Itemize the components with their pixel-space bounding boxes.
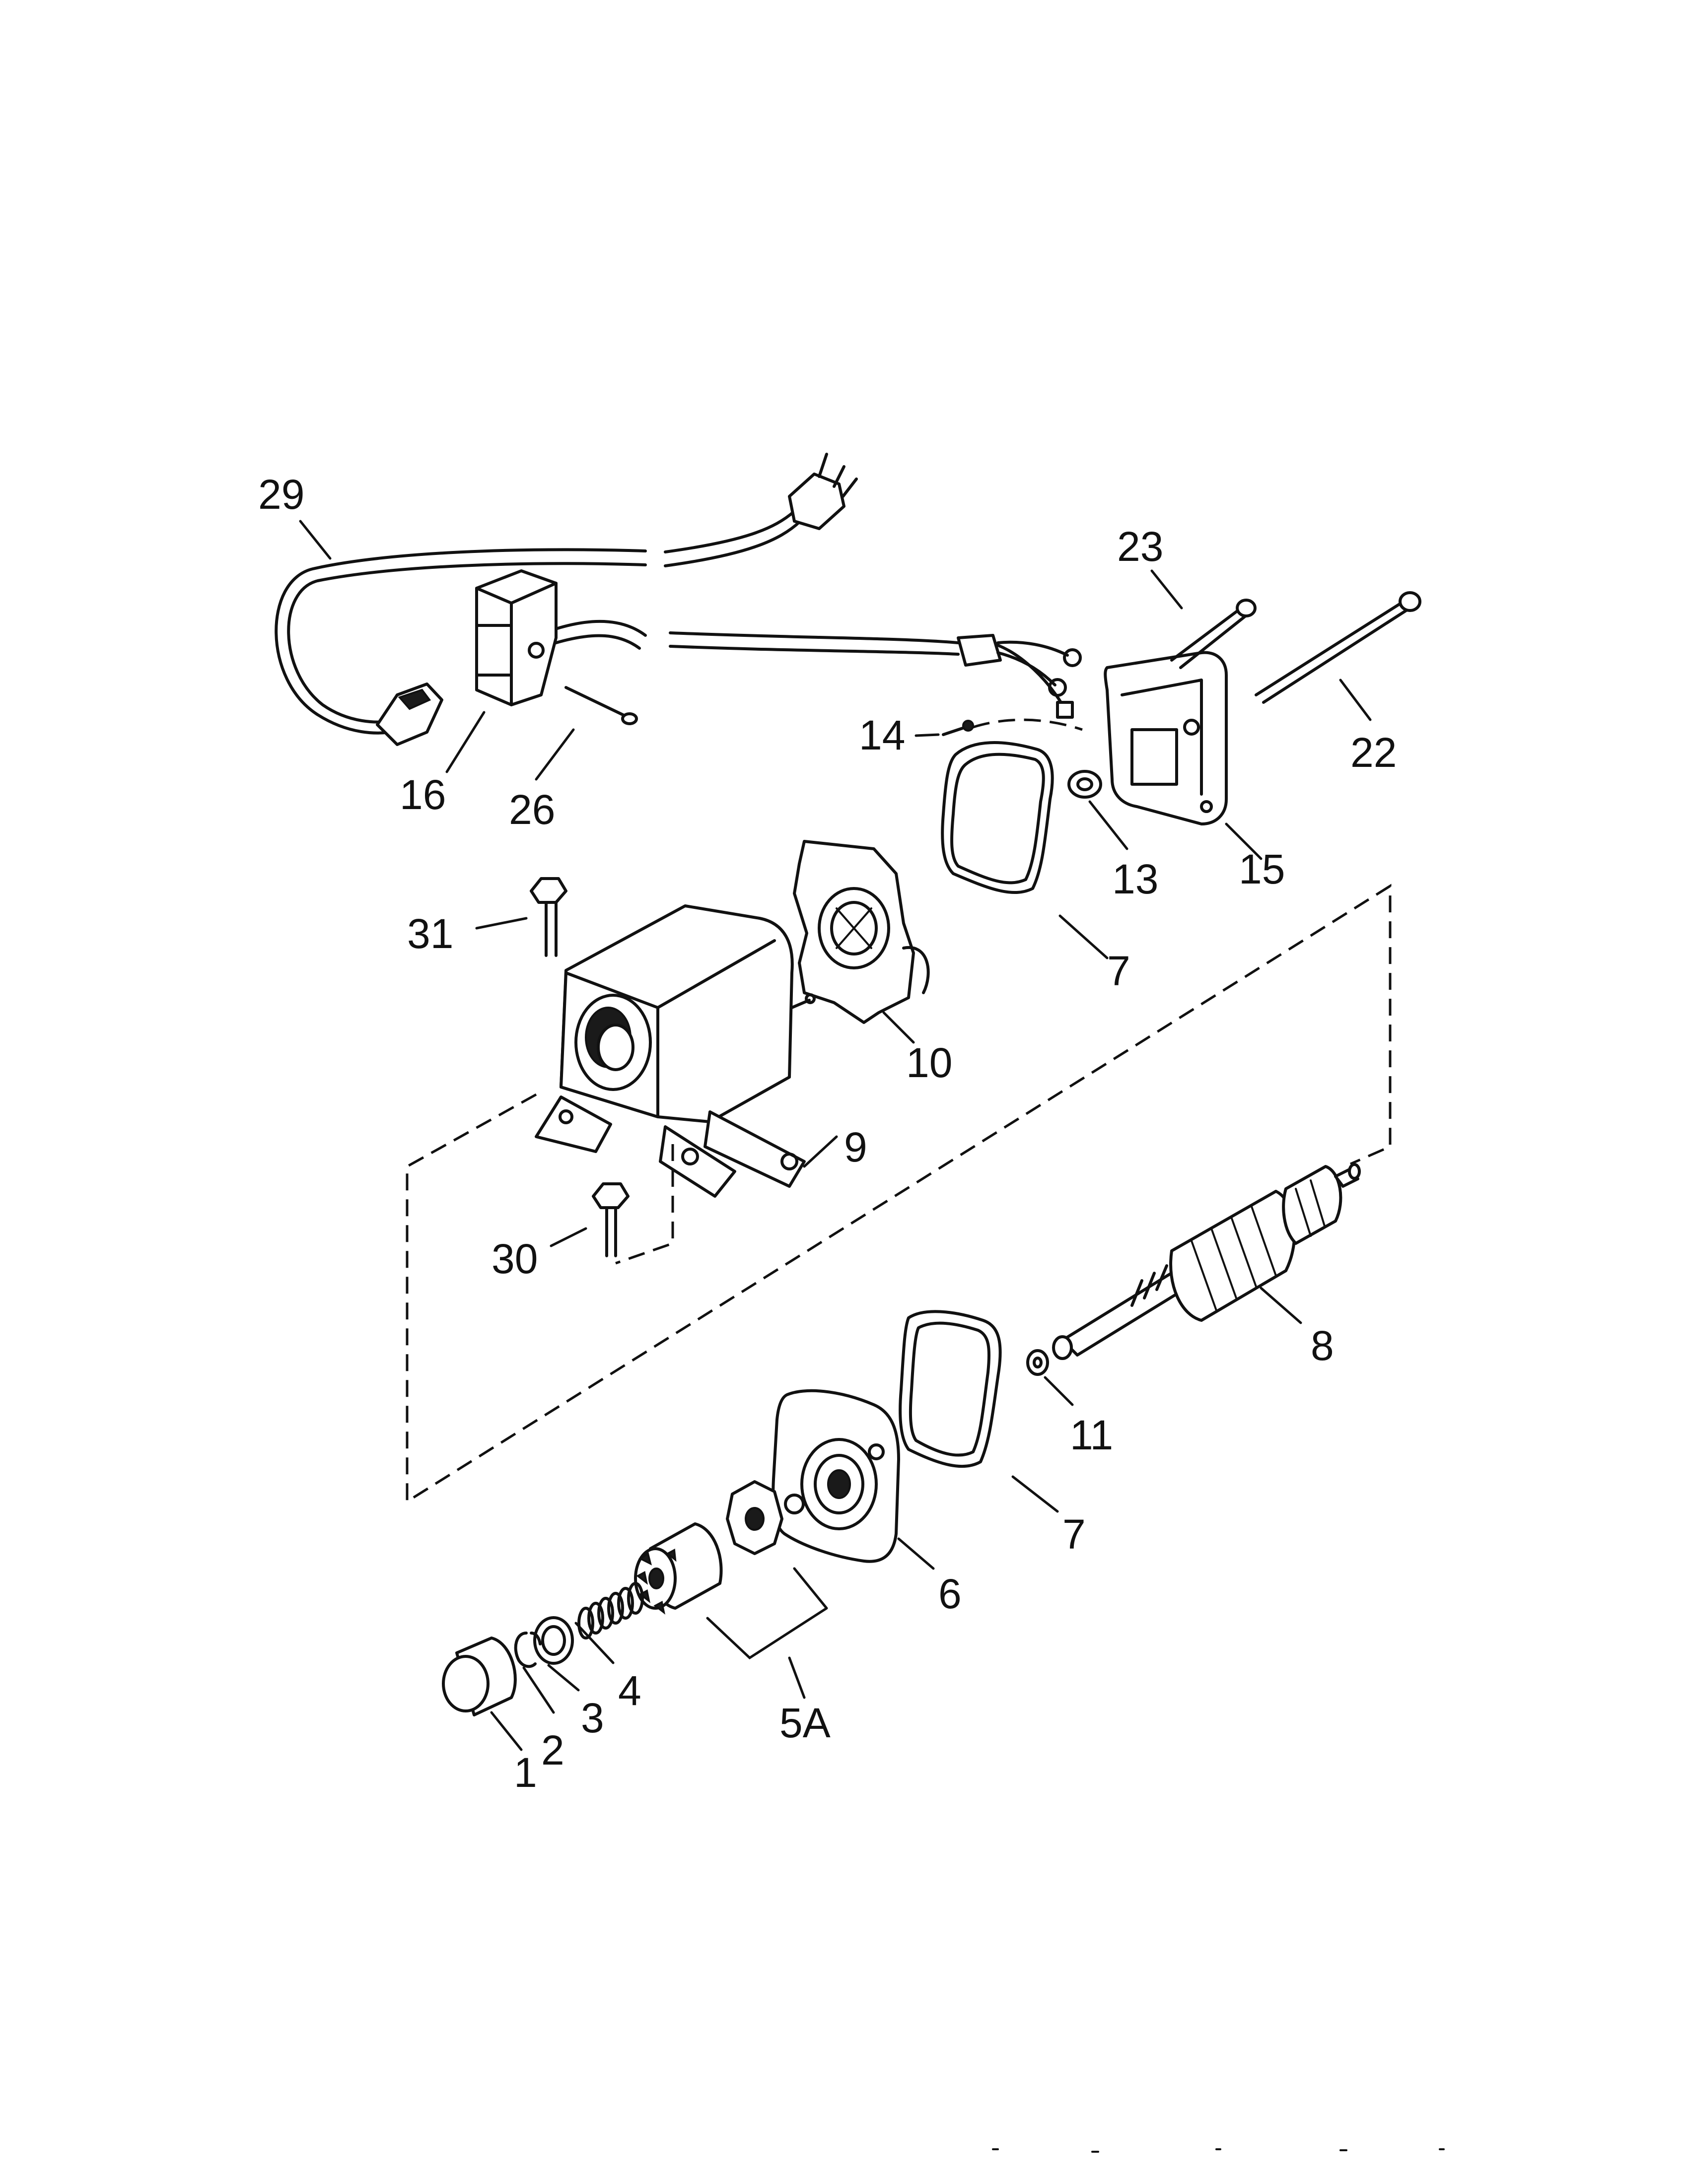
retaining-ring[interactable] <box>514 1632 542 1668</box>
lead-wire[interactable] <box>669 631 1082 719</box>
callout-1: 1 <box>514 1749 537 1796</box>
screw-26[interactable] <box>564 686 638 725</box>
callout-30: 30 <box>492 1235 538 1282</box>
washer-13[interactable] <box>1067 770 1102 799</box>
callout-4: 4 <box>618 1667 641 1714</box>
callout-3: 3 <box>581 1695 604 1741</box>
callout-13: 13 <box>1112 856 1158 902</box>
pinion-gear[interactable] <box>634 1522 723 1615</box>
spring[interactable] <box>577 1582 644 1639</box>
callout-labels: 29 23 22 14 16 26 13 15 31 7 10 9 30 8 1… <box>258 471 1397 1796</box>
switch-box[interactable] <box>475 569 558 706</box>
power-cord[interactable] <box>275 453 858 746</box>
alignment-lines <box>406 884 1392 1504</box>
leader-lines <box>299 520 1372 1751</box>
cord-stub-2 <box>550 634 641 650</box>
callout-26: 26 <box>509 786 555 833</box>
dust-cover[interactable] <box>442 1637 517 1716</box>
callout-6: 6 <box>938 1570 962 1617</box>
gasket-lower[interactable] <box>899 1310 1002 1468</box>
screw-31[interactable] <box>530 877 567 957</box>
callout-31: 31 <box>407 910 453 957</box>
thru-bolt-23[interactable] <box>1170 599 1257 669</box>
cord-stub <box>550 619 647 637</box>
callout-15: 15 <box>1239 846 1285 892</box>
thru-bolt-22[interactable] <box>1255 591 1421 704</box>
callout-10: 10 <box>906 1039 952 1086</box>
alignment-line-14 <box>973 718 1083 731</box>
callout-29: 29 <box>258 471 304 518</box>
screw-14[interactable] <box>942 720 974 736</box>
callout-8: 8 <box>1311 1322 1334 1369</box>
drive-collar[interactable] <box>726 1480 783 1555</box>
armature[interactable] <box>1052 1163 1361 1360</box>
washer-11[interactable] <box>1026 1349 1049 1376</box>
gasket-upper[interactable] <box>941 741 1054 894</box>
spring-cup[interactable] <box>533 1616 574 1665</box>
callout-16: 16 <box>400 771 446 818</box>
callout-9: 9 <box>844 1124 867 1170</box>
drive-end-cap[interactable] <box>772 1389 900 1563</box>
screw-30[interactable] <box>592 1182 630 1257</box>
brush-plate[interactable] <box>793 840 930 1024</box>
callout-5A: 5A <box>779 1700 831 1746</box>
callout-23: 23 <box>1117 523 1163 570</box>
callout-14: 14 <box>859 712 905 758</box>
callout-22: 22 <box>1350 729 1397 776</box>
end-cap[interactable] <box>1104 651 1228 825</box>
callout-2: 2 <box>541 1727 564 1774</box>
motor-frame[interactable] <box>535 904 816 1198</box>
callout-7-upper: 7 <box>1107 948 1130 994</box>
callout-7-lower: 7 <box>1062 1511 1086 1558</box>
scan-artifacts <box>992 2148 1445 2153</box>
callout-11: 11 <box>1070 1412 1113 1458</box>
